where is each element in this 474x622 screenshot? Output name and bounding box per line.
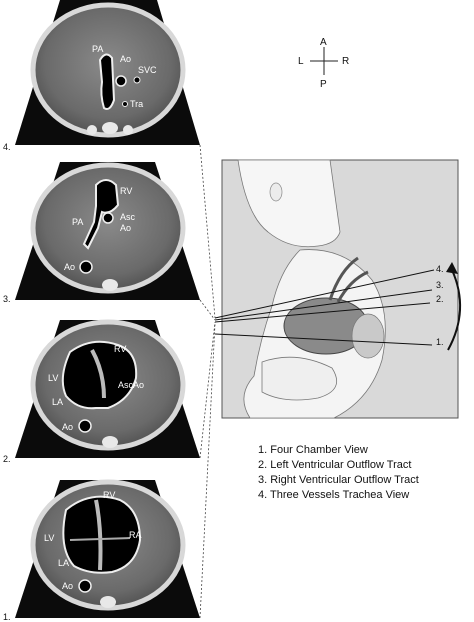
scan-plane-legend: 1. Four Chamber View 2. Left Ventricular…	[258, 443, 468, 503]
orientation-compass: A P L R	[298, 37, 349, 90]
aorta-circle	[78, 579, 92, 593]
label-tra: Tra	[130, 99, 143, 109]
connector-lines	[199, 144, 216, 619]
panel-1-four-chamber: RV LV RA LA Ao 1.	[3, 479, 200, 622]
svc-circle	[133, 76, 141, 84]
aorta-circle	[115, 75, 127, 87]
panel-number: 1.	[3, 612, 11, 622]
spine-vertebra	[102, 122, 118, 134]
label-ao: Ao	[120, 223, 131, 233]
legend-item-lvot: 2. Left Ventricular Outflow Tract	[258, 459, 412, 471]
av-valves	[69, 537, 131, 541]
label-svc: SVC	[138, 65, 157, 75]
pulmonary-artery-shape	[98, 53, 116, 110]
legend-item-rvot: 3. Right Ventricular Outflow Tract	[258, 474, 419, 486]
rib	[123, 125, 133, 135]
scan-plane-3	[214, 289, 433, 321]
connector-line	[199, 144, 216, 319]
fetal-thorax	[30, 162, 186, 294]
label-la: LA	[58, 558, 69, 568]
label-ao-descending: Ao	[64, 262, 75, 272]
label-ao: Ao	[62, 422, 73, 432]
label-la: LA	[52, 397, 63, 407]
label-rv: RV	[114, 344, 126, 354]
label-lv: LV	[48, 373, 58, 383]
trachea-circle	[122, 101, 128, 107]
scan-plane-1	[214, 333, 433, 346]
legend-item-three-vessels: 4. Three Vessels Trachea View	[258, 489, 410, 501]
panel-2-lvot: RV LV AscAo LA Ao 2.	[3, 319, 200, 464]
connector-line	[199, 321, 216, 459]
descending-aorta-circle	[79, 260, 93, 274]
panel-number: 3.	[3, 294, 11, 304]
lung-shape	[351, 313, 385, 359]
label-ra: RA	[129, 530, 142, 540]
spine-vertebra	[102, 436, 118, 448]
septum	[94, 499, 103, 571]
scan-plane-4	[214, 269, 435, 319]
compass-right: R	[342, 56, 349, 67]
fetus-arm	[261, 356, 337, 401]
scan-planes	[214, 269, 435, 346]
label-rv: RV	[120, 186, 132, 196]
great-vessels	[328, 256, 369, 303]
spine-vertebra	[100, 596, 116, 608]
plane-number-4: 4.	[436, 264, 444, 274]
panel-4-three-vessels-trachea: PA Ao SVC Tra 4.	[3, 0, 200, 152]
panel-number: 4.	[3, 142, 11, 152]
label-lv: LV	[44, 533, 54, 543]
rv-pa-shape	[82, 179, 120, 250]
fetus-head	[237, 159, 341, 248]
label-asc: Asc	[120, 212, 136, 222]
spine-vertebra	[102, 279, 118, 291]
label-ascao: AscAo	[118, 380, 144, 390]
plane-number-1: 1.	[436, 337, 444, 347]
sweep-arrow-head	[446, 262, 458, 274]
septum	[90, 349, 106, 399]
fetus-illustration	[221, 159, 459, 419]
compass-left: L	[298, 56, 304, 67]
connector-line	[199, 299, 216, 321]
label-pa: PA	[92, 44, 103, 54]
ascending-aorta-circle	[102, 212, 114, 224]
plane-number-3: 3.	[436, 280, 444, 290]
compass-posterior: P	[320, 79, 327, 90]
plane-number-2: 2.	[436, 294, 444, 304]
compass-anterior: A	[320, 37, 327, 48]
label-ao: Ao	[120, 54, 131, 64]
label-rv: RV	[103, 490, 115, 500]
label-ao: Ao	[62, 581, 73, 591]
connector-line	[199, 323, 216, 619]
scan-plane-2	[214, 302, 431, 323]
rib	[87, 125, 97, 135]
panel-number: 2.	[3, 454, 11, 464]
legend-item-four-chamber: 1. Four Chamber View	[258, 444, 368, 456]
label-pa: PA	[72, 217, 83, 227]
fetus-ear	[269, 182, 283, 202]
panel-3-rvot: RV PA Asc Ao Ao 3.	[3, 162, 200, 304]
sweep-arrow	[447, 269, 462, 351]
aorta-circle	[78, 419, 92, 433]
